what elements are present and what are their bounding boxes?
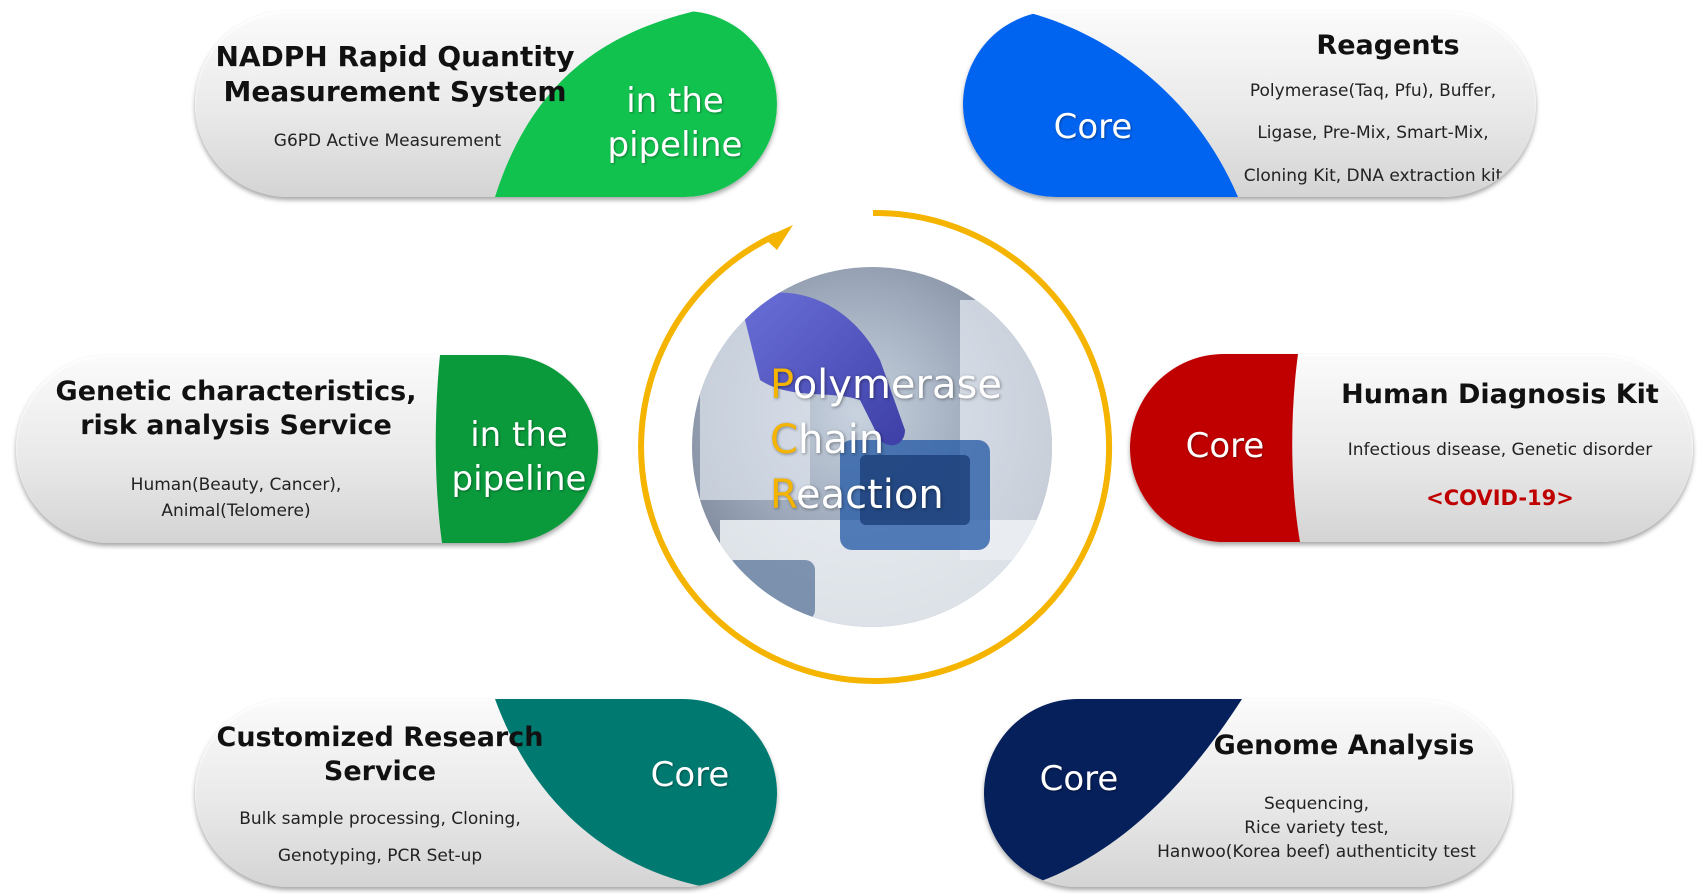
capsule-genetic: in the pipeline Genetic characteristics,… — [16, 355, 598, 543]
human-desc: Infectious disease, Genetic disorder — [1347, 440, 1653, 460]
core-tag: Core — [1039, 759, 1119, 799]
pipeline-segment — [420, 355, 598, 543]
genome-title: Genome Analysis — [1213, 730, 1475, 761]
core-segment — [963, 11, 1243, 197]
genetic-title: Genetic characteristics, risk analysis S… — [55, 376, 417, 441]
core-tag: Core — [1053, 107, 1133, 147]
pcr-line-polymerase: Polymerase — [770, 362, 1002, 408]
nadph-desc: G6PD Active Measurement — [273, 131, 502, 151]
human-title: Human Diagnosis Kit — [1341, 379, 1659, 410]
custom-desc-1: Bulk sample processing, Cloning, — [239, 809, 521, 829]
custom-title: Customized Research Service — [216, 722, 544, 787]
core-tag: Core — [1185, 426, 1265, 466]
capsule-nadph: in the pipeline NADPH Rapid Quantity Mea… — [195, 11, 777, 197]
pcr-line-chain: Chain — [770, 417, 885, 464]
covid-badge: <COVID-19> — [1426, 486, 1574, 510]
reagents-desc-1: Polymerase(Taq, Pfu), Buffer, — [1249, 81, 1497, 101]
pcr-line-reaction: Reaction — [770, 472, 944, 519]
pipeline-segment — [495, 11, 777, 197]
custom-desc-2: Genotyping, PCR Set-up — [277, 846, 483, 866]
core-tag: Core — [650, 755, 730, 795]
lab-photo — [692, 267, 1052, 627]
nadph-title: NADPH Rapid Quantity Measurement System — [215, 40, 575, 108]
capsule-genome-analysis: Core Genome Analysis Sequencing, Rice va… — [984, 699, 1512, 887]
genome-desc: Sequencing, Rice variety test, Hanwoo(Ko… — [1157, 794, 1476, 862]
capsule-human-diagnosis: Core Human Diagnosis Kit Infectious dise… — [1130, 354, 1693, 542]
core-segment — [984, 699, 1244, 887]
core-segment — [1130, 354, 1306, 542]
pcr-acronym: Polymerase Chain Reaction — [770, 358, 1002, 524]
reagents-desc-2: Ligase, Pre-Mix, Smart-Mix, — [1257, 123, 1489, 143]
core-segment — [495, 699, 777, 887]
capsule-reagents: Core Reagents Polymerase(Taq, Pfu), Buff… — [963, 11, 1536, 197]
pipeline-tag: in the pipeline — [607, 81, 743, 166]
capsule-custom-research: Core Customized Research Service Bulk sa… — [195, 699, 777, 887]
reagents-desc-3: Cloning Kit, DNA extraction kit — [1243, 166, 1503, 186]
genetic-desc: Human(Beauty, Cancer), Animal(Telomere) — [130, 475, 342, 521]
reagents-title: Reagents — [1316, 30, 1460, 61]
pipeline-tag: in the pipeline — [451, 415, 587, 500]
